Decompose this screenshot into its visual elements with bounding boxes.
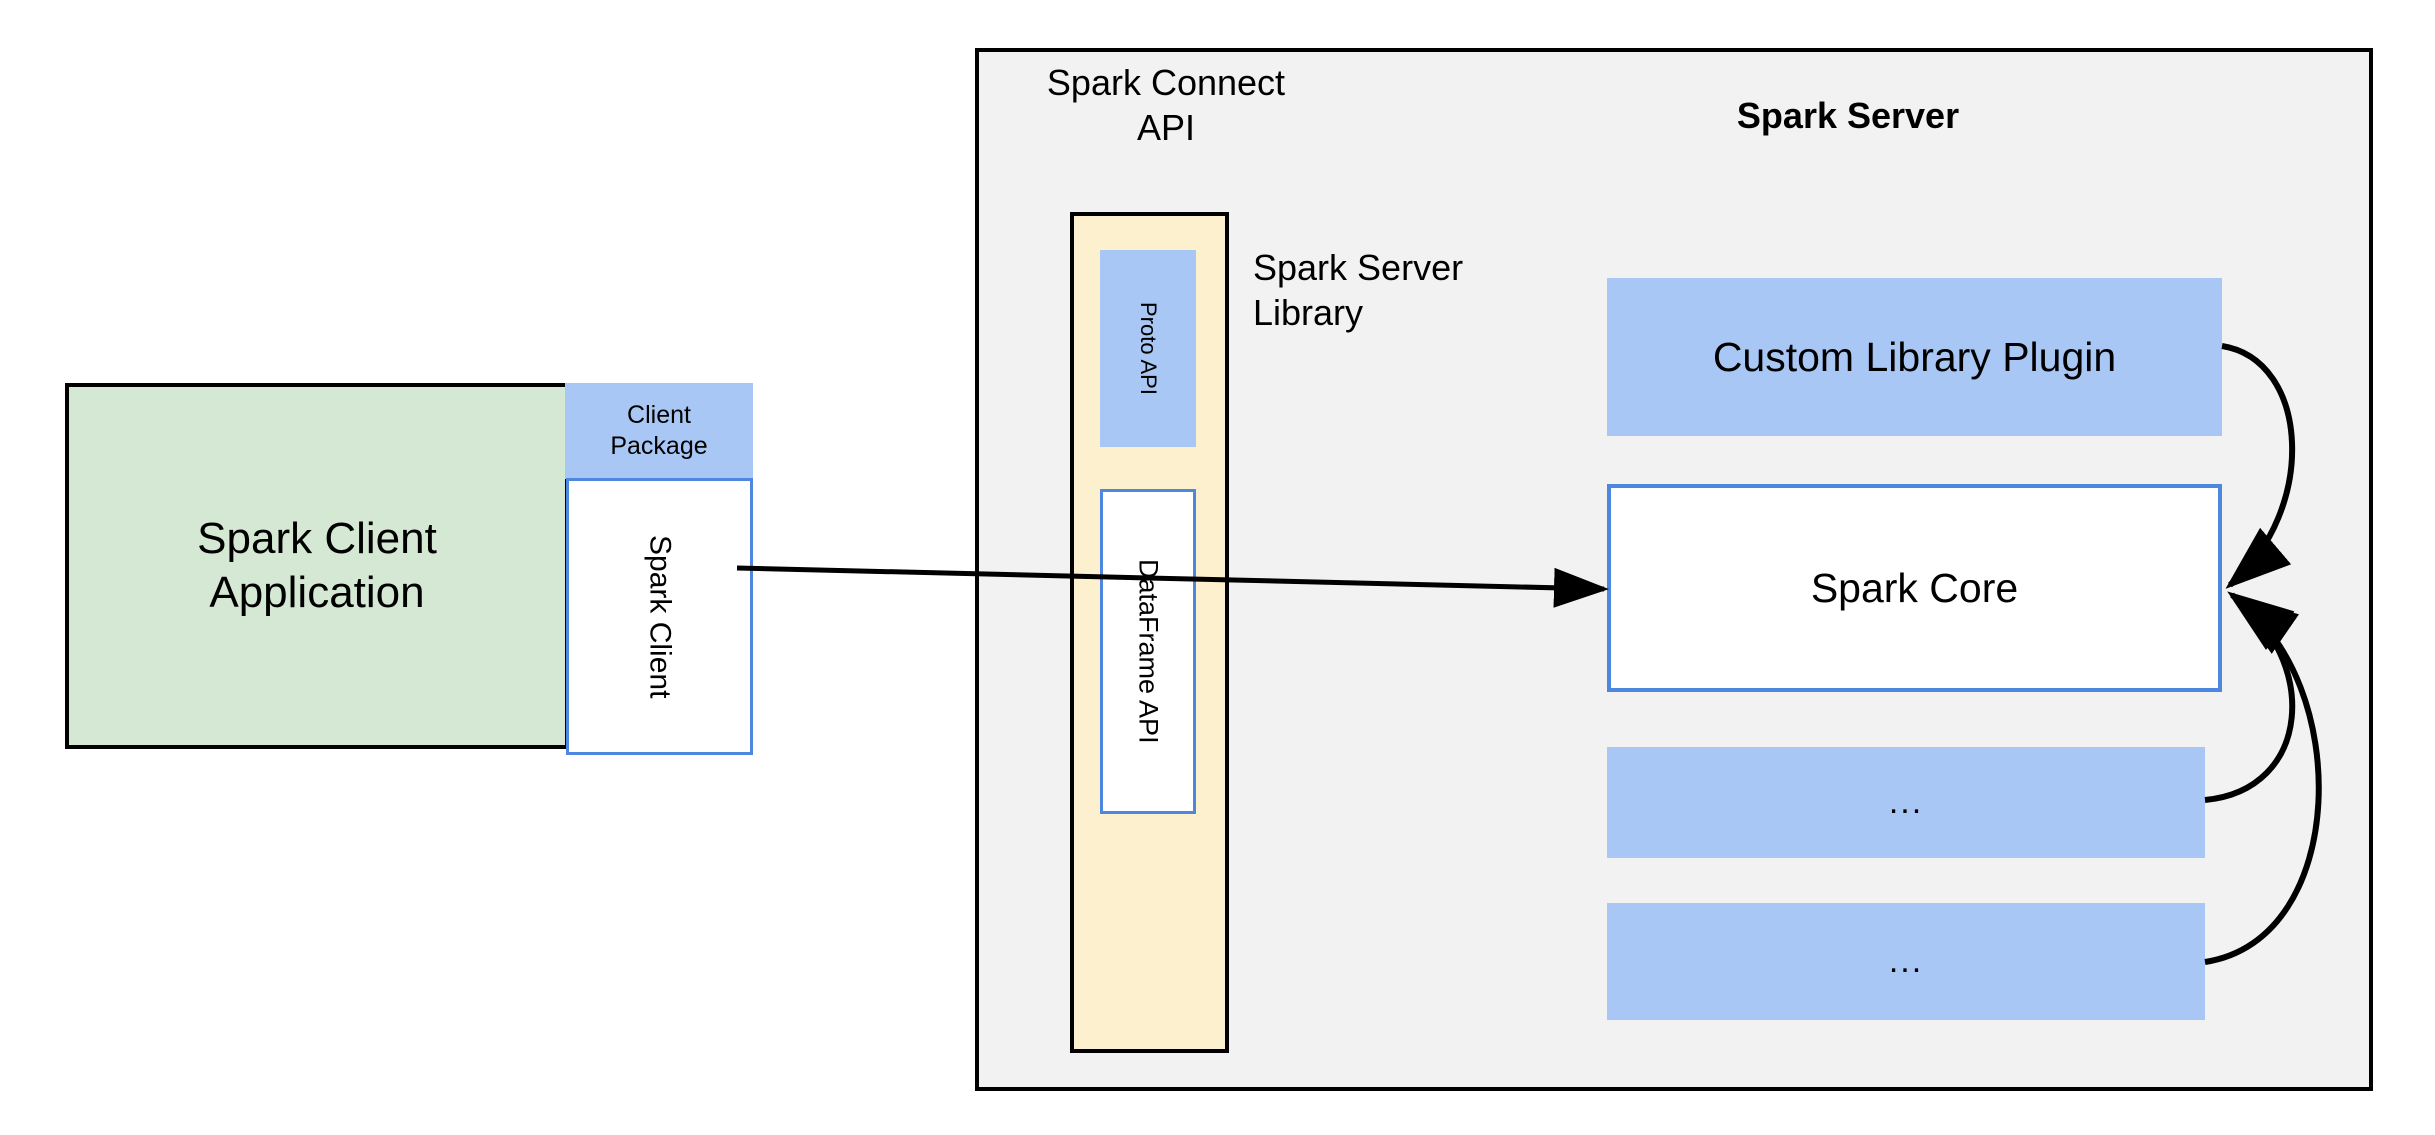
custom-library-plugin-label: Custom Library Plugin <box>1712 333 2117 380</box>
proto-api-box[interactable]: Proto API <box>1100 250 1196 447</box>
proto-api-label: Proto API <box>1136 302 1161 395</box>
spark-server-library-label: Spark Server Library <box>1253 247 1464 334</box>
spark-client-box[interactable]: Spark Client <box>566 478 753 755</box>
extra-component-box-1[interactable]: ... <box>1607 747 2205 858</box>
dataframe-api-label: DataFrame API <box>1133 559 1164 744</box>
dataframe-api-box[interactable]: DataFrame API <box>1100 489 1196 814</box>
client-package-label: Client Package <box>610 400 708 460</box>
spark-core-label: Spark Core <box>1810 564 2019 611</box>
spark-client-application-box[interactable]: Spark Client Application <box>65 383 569 749</box>
client-package-box[interactable]: Client Package <box>565 383 753 479</box>
spark-server-title: Spark Server <box>1736 95 1960 136</box>
extra-component-label-1: ... <box>1888 783 1924 821</box>
custom-library-plugin-box[interactable]: Custom Library Plugin <box>1607 278 2222 436</box>
spark-client-application-label: Spark Client Application <box>197 514 437 617</box>
spark-core-box[interactable]: Spark Core <box>1607 484 2222 692</box>
extra-component-box-2[interactable]: ... <box>1607 903 2205 1020</box>
spark-connect-api-label: Spark Connect API <box>1046 62 1286 149</box>
spark-client-label: Spark Client <box>643 534 677 699</box>
extra-component-label-2: ... <box>1888 942 1924 980</box>
